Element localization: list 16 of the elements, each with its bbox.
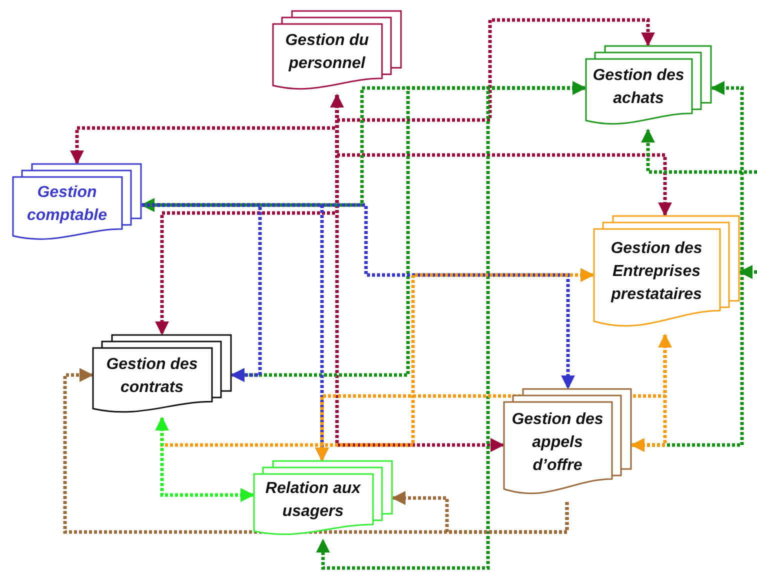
dotted-arrow bbox=[335, 18, 655, 122]
dotted-arrow bbox=[738, 265, 757, 279]
dotted-arrow bbox=[330, 94, 504, 452]
node-label: Relation aux usagers bbox=[264, 479, 362, 522]
node-label: Gestion des appels d’offre bbox=[512, 410, 604, 476]
node-label: Gestion du personnel bbox=[284, 31, 370, 74]
dotted-arrow bbox=[641, 128, 757, 174]
dotted-arrow bbox=[160, 268, 594, 447]
dotted-arrow bbox=[316, 86, 585, 570]
dotted-arrow bbox=[630, 334, 672, 452]
node-label: Gestion des achats bbox=[592, 66, 684, 110]
node-label: Gestion comptable bbox=[26, 183, 108, 226]
node-label: Gestion des contrats bbox=[105, 355, 199, 398]
dotted-arrow bbox=[392, 491, 569, 534]
node-label: Gestion des Entreprises prestataires bbox=[610, 238, 704, 305]
dotted-arrow bbox=[155, 416, 254, 502]
